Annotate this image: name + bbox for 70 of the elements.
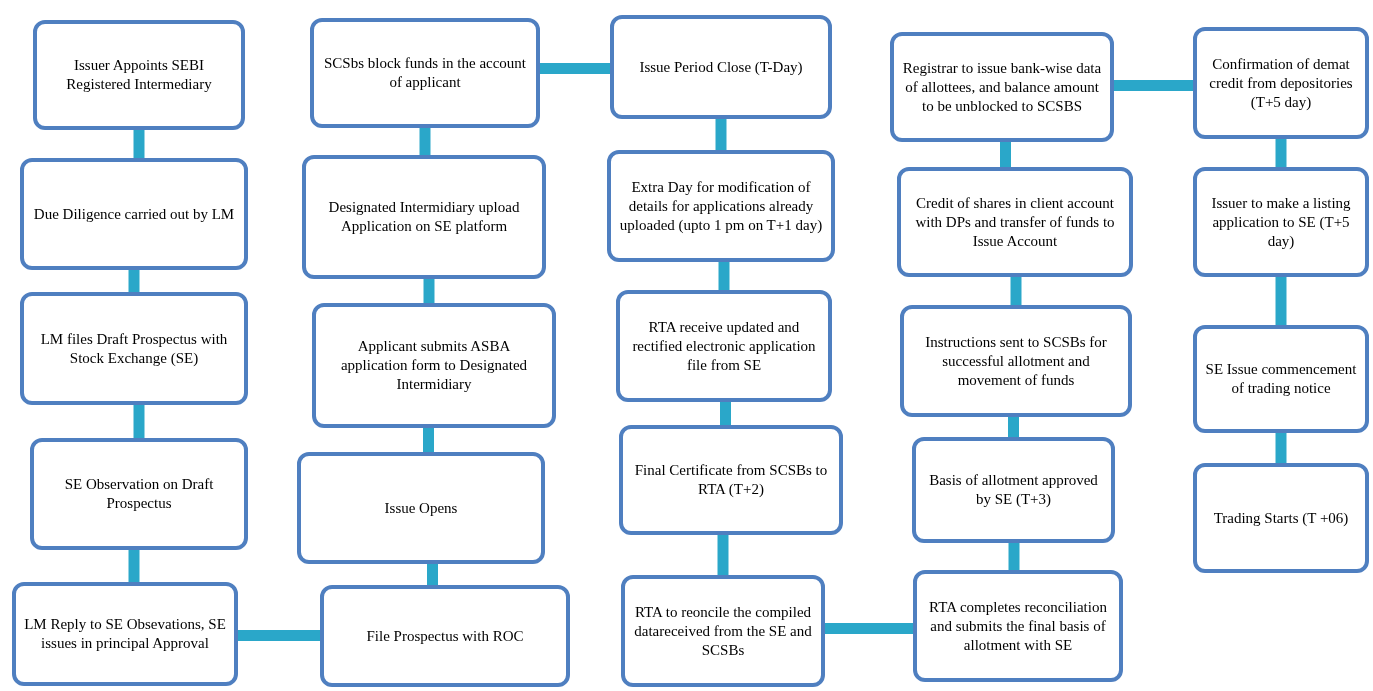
- step-text: LM files Draft Prospectus with Stock Exchange (SE): [39, 329, 229, 368]
- process-box: [897, 167, 1133, 277]
- step-text: Issue Opens: [384, 498, 458, 518]
- process-box: [33, 20, 245, 130]
- connector: [423, 279, 435, 303]
- step-text: File Prospectus with ROC: [366, 626, 524, 646]
- process-box: [12, 582, 238, 686]
- step-text: Applicant submits ASBA application form to Designated Intermidiary: [339, 337, 529, 394]
- process-box: [30, 438, 248, 550]
- process-box: [312, 303, 556, 428]
- step-text: RTA receive updated and rectified electronic application file from SE: [631, 317, 817, 375]
- process-box: [1193, 167, 1369, 277]
- process-box: [297, 452, 545, 564]
- connector: [423, 428, 434, 452]
- step-text: Issue Period Close (T-Day): [639, 57, 803, 77]
- process-box: [1193, 27, 1369, 139]
- connector: [133, 130, 145, 158]
- step-text: Final Certificate from SCSBs to RTA (T+2): [633, 461, 829, 499]
- connector: [825, 623, 913, 634]
- step-text: SE Observation on Draft Prospectus: [63, 475, 215, 513]
- step-text: SCSbs block funds in the account of applicant: [322, 54, 528, 92]
- step-text: Extra Day for modification of details for applications already uploaded (upto 1 pm on T+1 day): [619, 177, 823, 235]
- step-text: Registrar to issue bank-wise data of allottees, and balance amount to be unblocked to SCSBS: [902, 58, 1102, 116]
- process-box: [607, 150, 835, 262]
- connector: [128, 270, 140, 292]
- process-box: [1193, 325, 1369, 433]
- step-text: Issuer Appoints SEBI Registered Intermediary: [65, 56, 213, 94]
- connector: [128, 550, 140, 582]
- process-box: [890, 32, 1114, 142]
- process-box: [616, 290, 832, 402]
- connector: [1114, 80, 1193, 91]
- connector: [1275, 139, 1287, 167]
- step-text: Basis of allotment approved by SE (T+3): [928, 471, 1099, 509]
- process-box: [621, 575, 825, 687]
- process-box: [20, 292, 248, 405]
- step-text: Issuer to make a listing application to SE (T+5 day): [1210, 193, 1352, 251]
- process-box: [1193, 463, 1369, 573]
- connector: [1010, 277, 1022, 305]
- connector: [1275, 433, 1287, 463]
- connector: [1008, 417, 1019, 437]
- connector: [717, 535, 729, 575]
- connector: [718, 262, 730, 290]
- process-box: [20, 158, 248, 270]
- step-text: Confirmation of demat credit from depositories (T+5 day): [1208, 54, 1354, 112]
- step-text: RTA completes reconciliation and submits the final basis of allotment with SE: [928, 597, 1108, 655]
- process-box: [913, 570, 1123, 682]
- connector: [1008, 543, 1020, 570]
- step-text: Designated Intermidiary upload Application on SE platform: [327, 198, 521, 236]
- process-box: [310, 18, 540, 128]
- connector: [720, 402, 731, 425]
- connector: [427, 564, 438, 585]
- connector: [133, 405, 145, 438]
- step-text: Credit of shares in client account with DPs and transfer of funds to Issue Account: [914, 193, 1116, 251]
- connector: [419, 128, 431, 155]
- process-box: [912, 437, 1115, 543]
- step-text: LM Reply to SE Obsevations, SE issues in principal Approval: [24, 615, 226, 653]
- connector: [715, 119, 727, 150]
- connector: [238, 630, 320, 641]
- step-text: Due Diligence carried out by LM: [33, 204, 235, 224]
- connector: [1275, 277, 1287, 325]
- process-box: [302, 155, 546, 279]
- process-box: [320, 585, 570, 687]
- process-box: [619, 425, 843, 535]
- process-box: [610, 15, 832, 119]
- step-text: SE Issue commencement of trading notice: [1205, 360, 1357, 398]
- connector: [540, 63, 610, 74]
- step-text: Instructions sent to SCSBs for successful allotment and movement of funds: [924, 332, 1108, 390]
- step-text: RTA to reoncile the compiled datareceived from the SE and SCSBs: [633, 602, 813, 660]
- step-text: Trading Starts (T +06): [1213, 508, 1349, 528]
- process-box: [900, 305, 1132, 417]
